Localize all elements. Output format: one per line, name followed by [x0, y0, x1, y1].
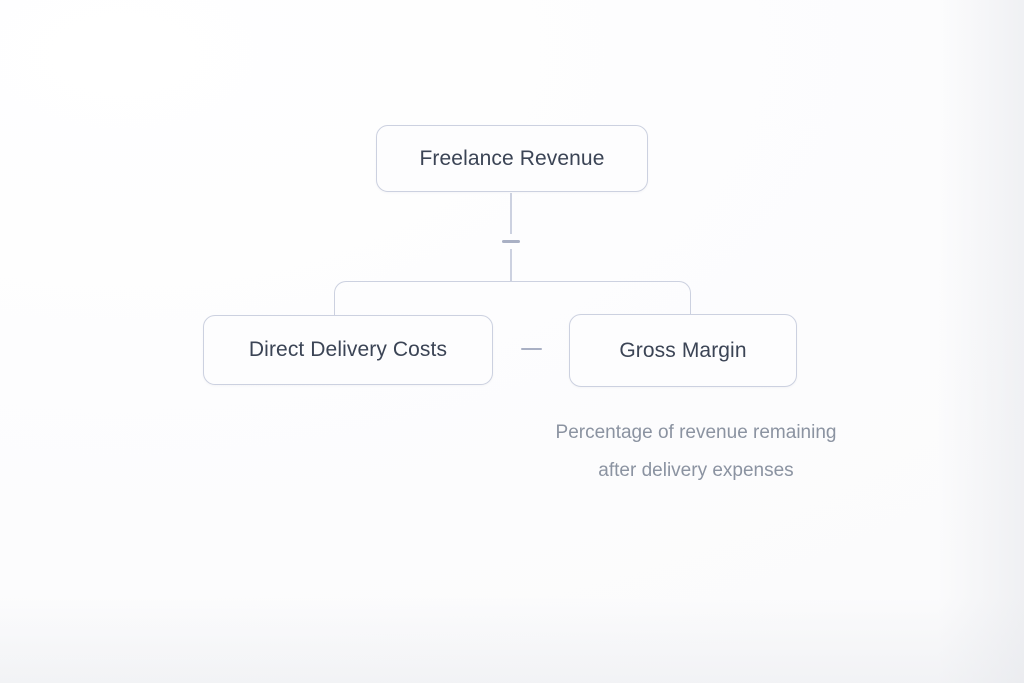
minus-operator-between-nodes-icon: [521, 348, 542, 351]
connector-root-lower: [510, 249, 512, 282]
caption-line-2: after delivery expenses: [598, 460, 794, 481]
node-label-direct-delivery-costs: Direct Delivery Costs: [248, 338, 448, 361]
connector-root-upper: [510, 193, 512, 234]
gross-margin-caption: Percentage of revenue remaining after de…: [513, 414, 879, 490]
node-label-freelance-revenue: Freelance Revenue: [419, 146, 605, 170]
connector-bracket: [334, 281, 691, 316]
caption-line-1: Percentage of revenue remaining: [555, 422, 837, 443]
node-direct-delivery-costs[interactable]: Direct Delivery Costs: [203, 315, 493, 385]
edge-shading-right: [904, 0, 1024, 683]
node-gross-margin[interactable]: Gross Margin: [569, 314, 797, 387]
edge-shading-bottom: [0, 573, 1024, 683]
node-freelance-revenue[interactable]: Freelance Revenue: [376, 125, 648, 192]
node-label-gross-margin: Gross Margin: [619, 338, 747, 362]
minus-operator-icon: [502, 240, 520, 243]
